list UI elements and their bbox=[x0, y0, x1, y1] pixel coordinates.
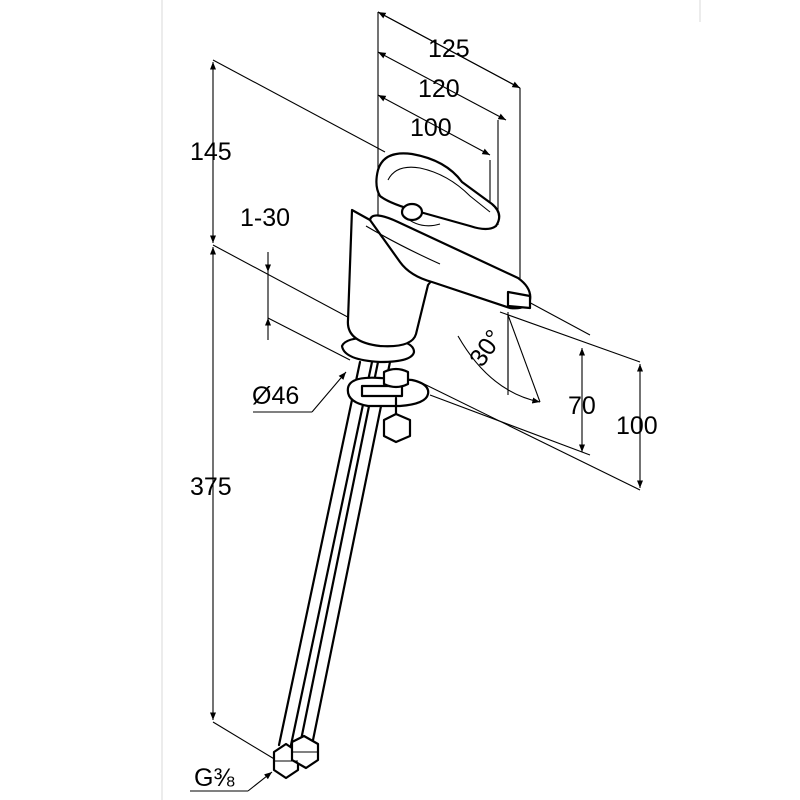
dim-thread-label: G⅜ bbox=[194, 764, 234, 792]
faucet-body bbox=[340, 152, 532, 364]
dimension-arrows bbox=[190, 11, 644, 792]
dim-1-30-label: 1-30 bbox=[240, 204, 290, 232]
dim-120-label: 120 bbox=[418, 75, 460, 103]
dim-375-label: 375 bbox=[190, 473, 232, 501]
dim-125-label: 125 bbox=[428, 35, 470, 63]
dim-100-top-label: 100 bbox=[410, 114, 452, 142]
supply-hoses bbox=[277, 360, 392, 747]
dim-100-right-label: 100 bbox=[616, 412, 658, 440]
dim-70-label: 70 bbox=[568, 392, 596, 420]
dim-145-label: 145 bbox=[190, 138, 232, 166]
mounting-hardware bbox=[346, 367, 430, 444]
dim-diameter-label: Ø46 bbox=[252, 382, 299, 410]
dim-angle-label: 30° bbox=[464, 325, 509, 372]
hose-connector-fittings bbox=[272, 734, 320, 780]
